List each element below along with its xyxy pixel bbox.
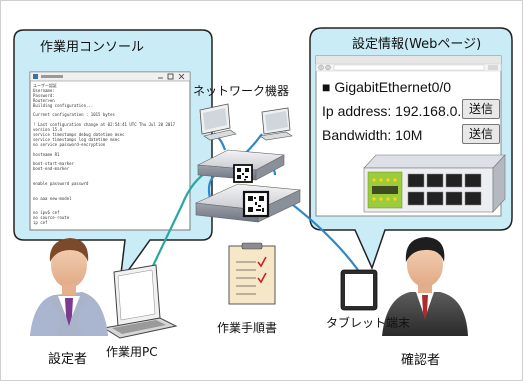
interface-name: ■ GigabitEthernet0/0 bbox=[322, 79, 452, 95]
console-line: Router>en bbox=[33, 97, 55, 103]
console-line: no service password-encryption bbox=[33, 141, 106, 147]
procedure-doc-label: 作業手順書 bbox=[217, 321, 278, 335]
desktop-pc-left bbox=[199, 103, 237, 141]
tablet-device bbox=[340, 269, 378, 311]
setter-label: 設定者 bbox=[48, 352, 88, 367]
maximize-icon[interactable] bbox=[167, 73, 174, 80]
console-line: version 15.4 bbox=[33, 127, 62, 133]
desktop-pc-right bbox=[259, 107, 293, 141]
web-bubble-title: 設定情報(Webページ) bbox=[352, 37, 482, 52]
console-line: Building configuration... bbox=[33, 102, 94, 108]
console-line: service timestamps debug datetime msec bbox=[33, 132, 125, 137]
console-line: Current configuration : 1015 bytes bbox=[33, 112, 115, 118]
network-devices-label: ネットワーク機器 bbox=[193, 84, 290, 98]
console-line: hostname R1 bbox=[33, 151, 60, 157]
console-line: no aaa new-model bbox=[33, 195, 72, 201]
console-bubble-title: 作業用コンソール bbox=[40, 40, 145, 55]
qr-code-icon bbox=[233, 164, 253, 183]
work-pc-label: 作業用PC bbox=[106, 345, 158, 359]
close-icon[interactable] bbox=[178, 73, 185, 80]
console-line: no source-route bbox=[33, 215, 70, 221]
bandwidth-text: Bandwidth: 10M bbox=[322, 127, 423, 143]
person-setter bbox=[30, 238, 108, 336]
confirmer-label: 確認者 bbox=[401, 353, 441, 368]
console-line: ! Last configuration change at 02:54:41 … bbox=[33, 122, 176, 128]
console-line: Username: bbox=[33, 87, 55, 93]
tablet-label: タブレット端末 bbox=[326, 316, 411, 330]
console-line: boot-start-marker bbox=[33, 161, 74, 167]
console-line: enable password passwrd bbox=[33, 181, 89, 186]
check-icon bbox=[257, 256, 267, 284]
console-line: no ipv6 cef bbox=[33, 210, 60, 216]
send-button-bandwidth[interactable]: 送信 bbox=[462, 124, 500, 144]
procedure-document bbox=[228, 242, 276, 305]
ip-address-text: Ip address: 192.168.0.3 bbox=[322, 103, 470, 119]
console-line: boot-end-marker bbox=[33, 166, 70, 172]
forward-icon[interactable] bbox=[325, 64, 331, 71]
send-button-ip[interactable]: 送信 bbox=[462, 99, 500, 119]
switch-panel-image bbox=[363, 154, 506, 213]
console-line: service timestamps log datetime msec bbox=[33, 136, 120, 142]
laptop-work-pc bbox=[102, 264, 178, 339]
console-line: ip cef bbox=[33, 220, 48, 226]
console-window bbox=[29, 71, 191, 231]
qr-code-icon bbox=[242, 190, 270, 218]
person-confirmer bbox=[382, 237, 468, 336]
console-line: ユーザー認証 bbox=[33, 83, 57, 88]
back-icon[interactable] bbox=[318, 64, 324, 71]
console-line: Password: bbox=[33, 92, 55, 98]
address-bar[interactable] bbox=[333, 64, 485, 71]
